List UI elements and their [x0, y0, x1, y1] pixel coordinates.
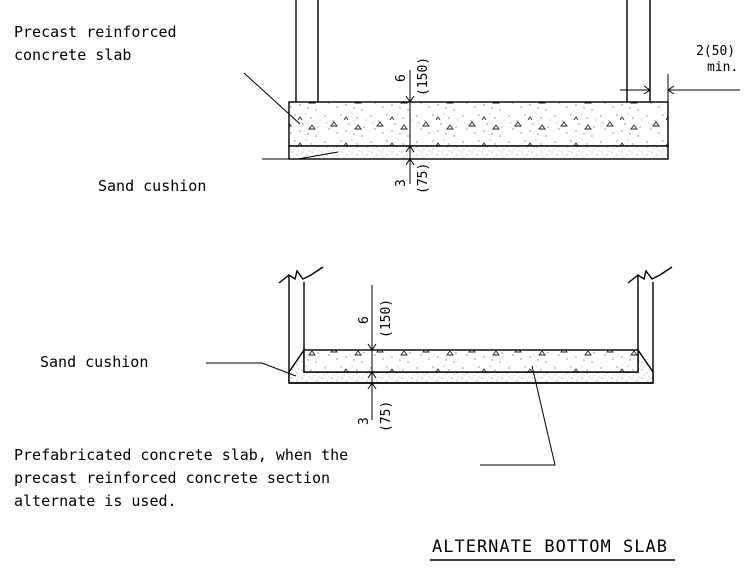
- top-slab-label-line2: concrete slab: [14, 46, 131, 64]
- top-section: [243, 0, 740, 184]
- top-dim-sand-mm: (75): [416, 163, 431, 194]
- top-sand-cushion: [288, 145, 669, 160]
- top-sand-leader: [262, 151, 339, 160]
- bottom-prefabricated-slab: [303, 349, 639, 373]
- top-dimension-line: [405, 70, 415, 184]
- bottom-dim-sand-in: 3: [357, 417, 372, 425]
- bottom-dim-slab-mm: (150): [379, 299, 394, 338]
- top-slab-label-line1: Precast reinforced: [14, 23, 177, 41]
- top-slab-leader: [243, 72, 301, 125]
- bottom-dim-slab-in: 6: [357, 316, 372, 324]
- top-right-wall: [626, 0, 651, 102]
- top-min-dimension: [620, 74, 740, 102]
- bottom-sand-leader: [206, 362, 297, 377]
- bottom-slab-leader: [480, 365, 556, 466]
- bottom-sand-label: Sand cushion: [40, 353, 148, 371]
- drawing-title: ALTERNATE BOTTOM SLAB: [432, 537, 668, 557]
- top-precast-slab: [288, 101, 669, 147]
- bottom-note-line1: Prefabricated concrete slab, when the: [14, 446, 348, 464]
- top-dim-sand-in: 3: [394, 179, 409, 187]
- top-dim-slab-in: 6: [394, 74, 409, 82]
- top-left-wall: [295, 0, 319, 102]
- top-dim-min-value: 2(50): [696, 44, 735, 59]
- top-sand-label: Sand cushion: [98, 177, 206, 195]
- bottom-section: [206, 266, 673, 466]
- bottom-left-wall: [278, 266, 324, 383]
- bottom-note-line3: alternate is used.: [14, 492, 177, 510]
- bottom-note-line2: precast reinforced concrete section: [14, 469, 330, 487]
- bottom-dimension-line: [367, 285, 377, 420]
- top-dim-min-suffix: min.: [707, 60, 738, 75]
- top-dim-slab-mm: (150): [416, 57, 431, 96]
- bottom-dim-sand-mm: (75): [379, 401, 394, 432]
